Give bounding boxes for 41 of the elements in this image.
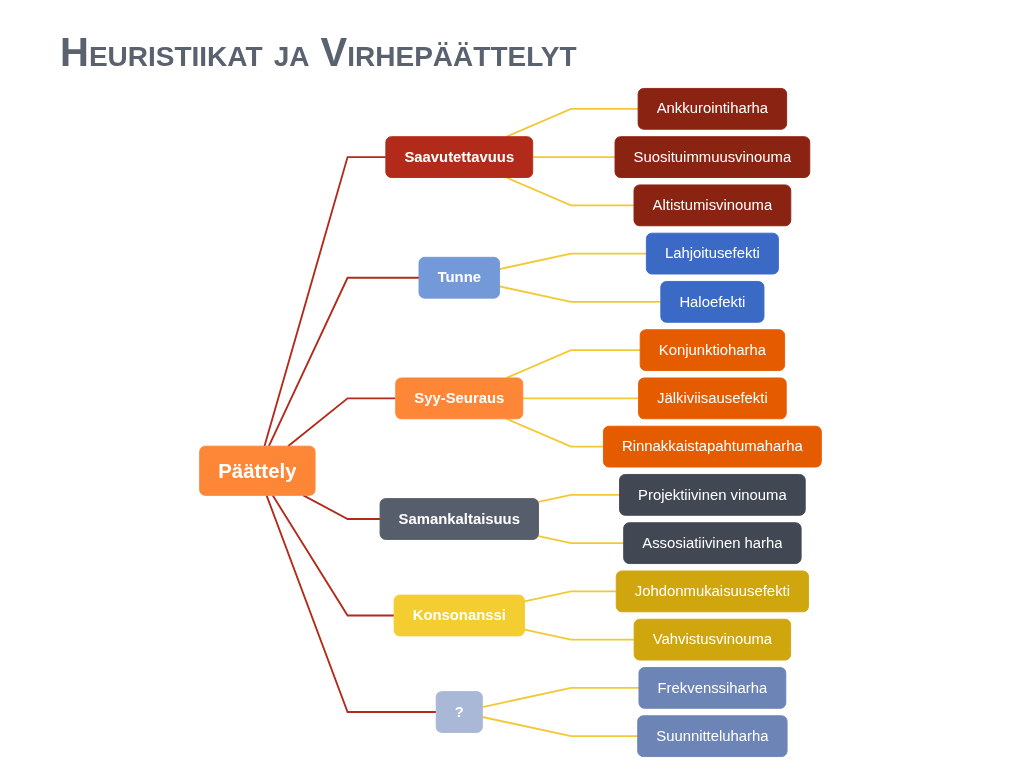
connector: [481, 686, 640, 708]
connector: [523, 628, 636, 641]
node-box: Frekvenssiharha: [638, 667, 787, 709]
node-box: Altistumisvinouma: [633, 184, 792, 227]
node-box: Assosiatiivinen harha: [623, 522, 802, 564]
node-box: Haloefekti: [660, 281, 765, 323]
node-box: ?: [435, 691, 483, 733]
connector: [537, 535, 625, 545]
node-box: Konjunktioharha: [639, 329, 786, 371]
node-box: Suosituimmuusvinouma: [614, 136, 811, 178]
node-box: Syy-Seuraus: [395, 377, 524, 420]
node-box: Suunnitteluharha: [637, 715, 788, 758]
title: Heuristiikat ja Virhepäättelyt: [60, 30, 577, 75]
node-box: Vahvistusvinouma: [633, 618, 792, 661]
connector: [481, 716, 639, 738]
connector: [521, 397, 640, 400]
node-box: Päättely: [199, 445, 316, 496]
connector: [505, 176, 635, 207]
connector: [271, 494, 395, 617]
node-box: Tunne: [418, 256, 500, 299]
connector: [263, 156, 387, 448]
connector: [267, 276, 420, 448]
connector: [505, 417, 605, 448]
connector: [505, 107, 640, 138]
node-box: Samankaltaisuus: [379, 498, 539, 540]
node-box: Saavutettavuus: [385, 136, 534, 178]
node-box: Projektiivinen vinouma: [619, 474, 806, 516]
connector: [531, 156, 616, 159]
connector: [537, 493, 621, 503]
node-box: Ankkurointiharha: [637, 87, 788, 130]
node-box: Rinnakkaistapahtumaharha: [603, 425, 822, 468]
node-box: Jälkiviisausefekti: [638, 377, 787, 420]
node-box: Lahjoitusefekti: [645, 232, 779, 275]
connector: [302, 494, 381, 520]
connector: [523, 590, 618, 603]
node-box: Konsonanssi: [393, 594, 525, 637]
node-box: Johdonmukaisuusefekti: [615, 570, 809, 613]
connector: [265, 494, 438, 713]
connector: [287, 397, 397, 448]
connector: [498, 285, 662, 303]
connector: [498, 252, 648, 270]
